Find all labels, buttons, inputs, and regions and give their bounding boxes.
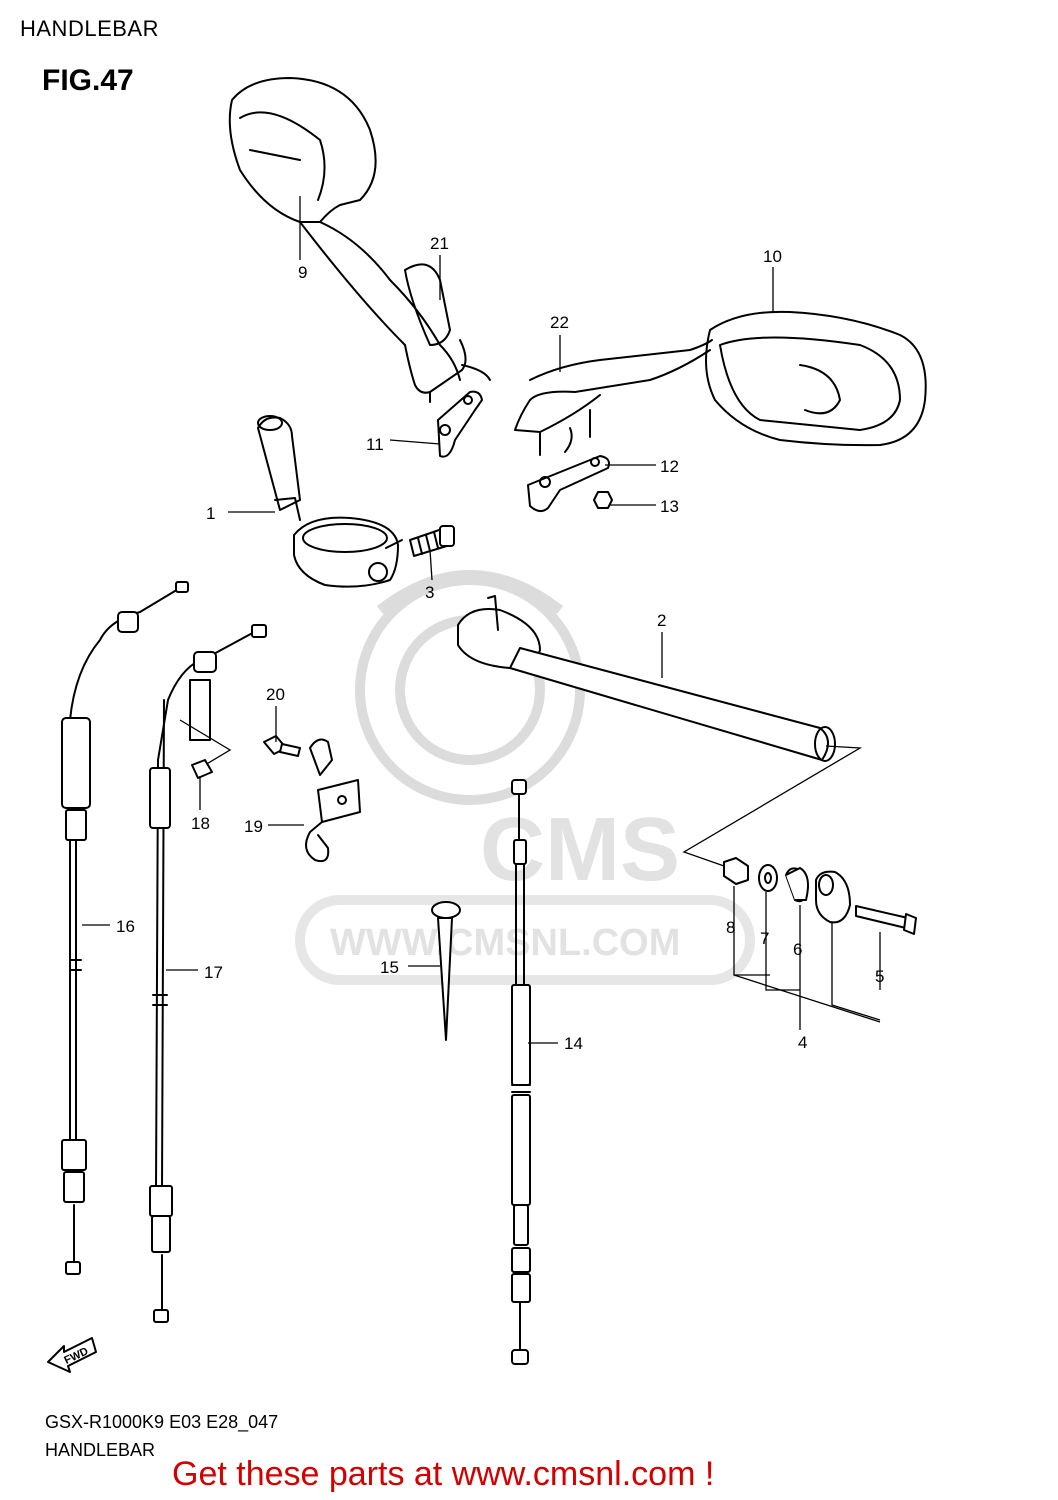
part-17-throttle-cable <box>149 624 267 1323</box>
part-15-cable-tie <box>431 901 461 1041</box>
part-7-spacer <box>758 864 778 892</box>
figure-number: FIG.47 <box>42 64 134 97</box>
watermark-cms-text: CMS <box>480 800 680 900</box>
part-13-nut <box>593 491 613 509</box>
part-18-screw <box>191 759 213 779</box>
callout-19: 19 <box>244 817 263 836</box>
model-code: GSX-R1000K9 E03 E28_047 <box>45 1412 279 1432</box>
callout-21: 21 <box>430 234 449 253</box>
callout-11: 11 <box>366 435 384 454</box>
callout-17: 17 <box>204 963 223 982</box>
callout-8: 8 <box>726 918 735 937</box>
callout-20: 20 <box>266 685 285 704</box>
fwd-arrow-icon: FWD <box>47 1337 97 1373</box>
part-20-bolt <box>263 735 301 757</box>
callout-9: 9 <box>298 263 307 282</box>
callout-16: 16 <box>116 917 135 936</box>
callout-10: 10 <box>763 247 782 266</box>
callout-1: 1 <box>206 504 215 523</box>
callout-13: 13 <box>660 497 679 516</box>
part-16-throttle-cable <box>61 581 189 1275</box>
section-label: HANDLEBAR <box>45 1440 156 1460</box>
watermark-url-text: WWW.CMSNL.COM <box>330 922 680 964</box>
callout-15: 15 <box>380 958 399 977</box>
fwd-label: FWD <box>62 1345 90 1366</box>
callout-12: 12 <box>660 457 679 476</box>
watermark-logo: CMS WWW.CMSNL.COM <box>295 570 755 985</box>
callout-labels: 1 2 3 4 5 6 7 8 9 10 11 12 13 14 15 16 1… <box>116 234 884 1053</box>
callout-22: 22 <box>550 313 569 332</box>
promo-link[interactable]: Get these parts at www.cmsnl.com ! <box>172 1455 715 1493</box>
part-3-bolt <box>409 525 455 557</box>
callout-6: 6 <box>793 940 802 959</box>
callout-5: 5 <box>875 967 884 986</box>
part-10-mirror-right <box>514 310 927 456</box>
callout-2: 2 <box>657 611 666 630</box>
leader-lines <box>82 196 881 1044</box>
part-8-collar <box>723 857 749 885</box>
part-4-weight-outer <box>815 870 851 924</box>
part-5-screw <box>855 905 917 935</box>
callout-3: 3 <box>425 583 434 602</box>
callout-7: 7 <box>760 929 769 948</box>
diagram-header: HANDLEBAR <box>20 16 159 41</box>
part-14-clutch-cable <box>511 779 531 1365</box>
callout-4: 4 <box>798 1033 807 1052</box>
part-1-throttle-grip <box>257 415 403 588</box>
part-6-weight <box>785 867 809 903</box>
callout-18: 18 <box>191 814 210 833</box>
leader-bracket-17 <box>179 719 232 766</box>
part-19-cable-guide <box>305 738 361 863</box>
part-9-mirror-left <box>228 77 491 403</box>
callout-14: 14 <box>564 1034 583 1053</box>
part-11-bracket <box>437 390 483 458</box>
part-2-handlebar <box>457 595 836 762</box>
part-12-bracket <box>527 455 610 512</box>
